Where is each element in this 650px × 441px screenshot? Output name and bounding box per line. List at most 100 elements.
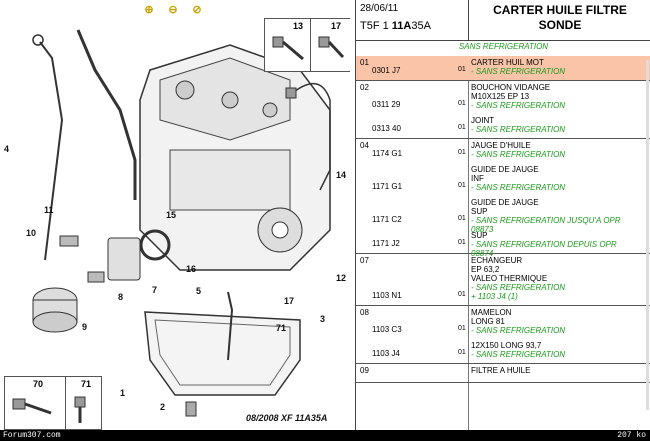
header-date: 28/06/11	[360, 3, 399, 14]
part-desc: GUIDE DE JAUGE	[471, 165, 539, 174]
callout-10[interactable]: 10	[26, 228, 37, 238]
part-reference[interactable]: 1103 C3	[372, 325, 402, 334]
zoom-out-icon[interactable]: ⊖	[168, 3, 178, 16]
part-extra2: VALEO THERMIQUE	[471, 274, 548, 283]
part-quantity: 01	[458, 239, 466, 246]
part-note: - SANS REFRIGERATION	[471, 326, 566, 335]
part-quantity: 01	[458, 325, 466, 332]
callout-15[interactable]: 15	[166, 210, 177, 220]
inset-callout-71[interactable]: 71	[81, 379, 92, 389]
callout-8[interactable]: 8	[118, 292, 124, 302]
column-divider	[468, 56, 469, 430]
part-desc: CARTER HUIL MOT	[471, 58, 544, 67]
part-desc: MAMELON	[471, 308, 512, 317]
engine-illustration	[32, 29, 331, 417]
variant-subtitle: SANS REFRIGERATION	[458, 42, 549, 51]
part-desc: FILTRE A HUILE	[471, 366, 531, 375]
group-number: 09	[360, 366, 369, 375]
part-desc: ECHANGEUR	[471, 256, 523, 265]
header-code: T5F 1 11A35A	[360, 20, 431, 32]
part-reference[interactable]: 1171 C2	[372, 215, 402, 224]
part-extra: SUP	[471, 207, 488, 216]
header-code-prefix: T5F 1	[360, 20, 392, 32]
callout-1[interactable]: 1	[120, 388, 126, 398]
part-reference[interactable]: 0311 29	[372, 100, 401, 109]
part-quantity: 01	[458, 66, 466, 73]
parts-header: 28/06/11 T5F 1 11A35A CARTER HUILE FILTR…	[356, 0, 650, 41]
part-desc: 12X150 LONG 93,7	[471, 341, 542, 350]
zoom-in-icon[interactable]: ⊕	[144, 3, 154, 16]
part-reference[interactable]: 0301 J7	[372, 66, 401, 75]
exploded-diagram[interactable]: ⊕ ⊖ ⊘	[0, 0, 350, 441]
part-reference[interactable]: 0313 40	[372, 124, 401, 133]
footer-size: 207 ko	[617, 431, 646, 440]
part-desc: JAUGE D'HUILE	[471, 141, 531, 150]
header-divider	[468, 0, 469, 40]
footer-forum: Forum307.com	[3, 431, 61, 440]
part-quantity: 01	[458, 291, 466, 298]
part-note: - SANS REFRIGERATION JUSQU'A OPR 08873	[471, 216, 621, 234]
callout-17[interactable]: 17	[284, 296, 295, 306]
group-number: 02	[360, 83, 369, 92]
page-title: CARTER HUILE FILTRE SONDE	[493, 3, 627, 32]
group-number: 07	[360, 256, 369, 265]
part-extra: INF	[471, 174, 484, 183]
part-note: - SANS REFRIGERATION	[471, 67, 566, 76]
part-quantity: 01	[458, 124, 466, 131]
callout-7[interactable]: 7	[152, 285, 158, 295]
part-reference[interactable]: 1103 J4	[372, 349, 400, 358]
callout-4[interactable]: 4	[4, 144, 10, 154]
callout-14[interactable]: 14	[336, 170, 347, 180]
callout-12[interactable]: 12	[336, 273, 347, 283]
callout-11[interactable]: 11	[44, 205, 54, 215]
callout-9[interactable]: 9	[82, 322, 88, 332]
callout-2[interactable]: 2	[160, 402, 166, 412]
part-desc: BOUCHON VIDANGE	[471, 83, 551, 92]
zoom-toolbar: ⊕ ⊖ ⊘	[140, 2, 206, 16]
callout-3[interactable]: 3	[320, 314, 326, 324]
part-quantity: 01	[458, 215, 466, 222]
zoom-fit-icon[interactable]: ⊘	[192, 3, 202, 16]
part-row[interactable]: 09 FILTRE A HUILE	[356, 364, 650, 382]
part-reference[interactable]: 1174 G1	[372, 149, 403, 158]
part-quantity: 01	[458, 149, 466, 156]
inset-callout-17[interactable]: 17	[331, 21, 342, 31]
part-reference[interactable]: 1171 G1	[372, 182, 403, 191]
inset-bolts-70-71: 70 71	[4, 376, 102, 430]
part-row[interactable]: 0313 40 01 JOINT- SANS REFRIGERATION	[356, 114, 650, 138]
inset-callout-70[interactable]: 70	[33, 379, 44, 389]
part-reference[interactable]: 1103 N1	[372, 291, 402, 300]
callout-16[interactable]: 16	[186, 264, 197, 274]
part-note: - SANS REFRIGERATION	[471, 101, 566, 110]
part-quantity: 01	[458, 182, 466, 189]
inset-callout-13[interactable]: 13	[293, 21, 304, 31]
part-desc: SUP	[471, 231, 488, 240]
part-extra: LONG 81	[471, 317, 505, 326]
callout-71[interactable]: 71	[276, 323, 287, 333]
header-code-suffix: 35A	[411, 20, 431, 32]
footer-bar	[0, 430, 650, 441]
callout-5[interactable]: 5	[196, 286, 202, 296]
scrollbar[interactable]	[646, 60, 649, 410]
part-description: JOINT- SANS REFRIGERATION	[471, 116, 641, 134]
group-number: 04	[360, 141, 369, 150]
part-extra: EP 63,2	[471, 265, 500, 274]
part-note: - SANS REFRIGERATION	[471, 183, 566, 192]
part-reference[interactable]: 1171 J2	[372, 239, 400, 248]
